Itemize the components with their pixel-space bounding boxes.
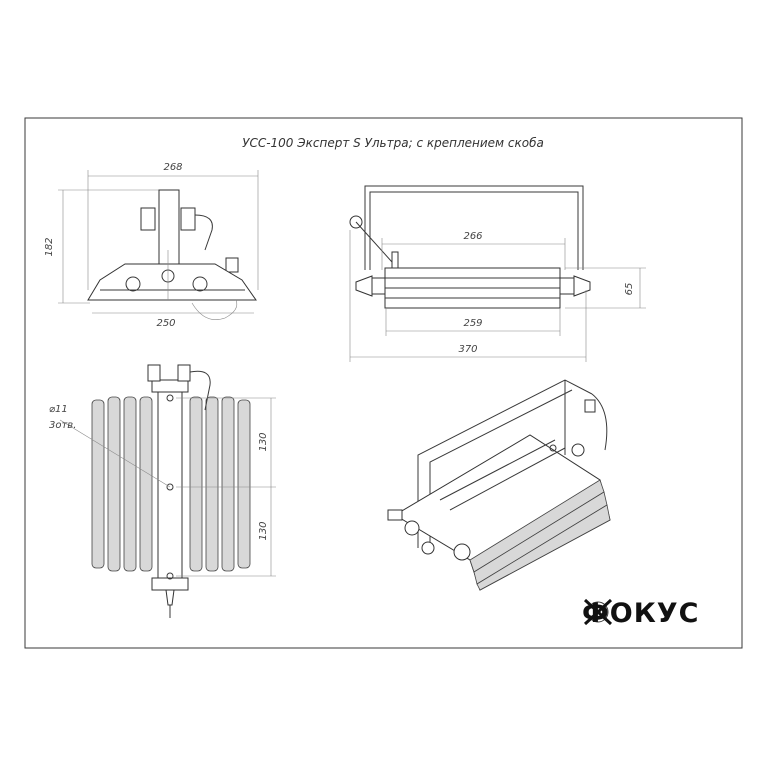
top-view: ⌀11 3отв. 130 130 — [49, 364, 276, 618]
side-dim-266: 266 — [463, 231, 482, 242]
front-dim-268: 268 — [163, 162, 182, 173]
hole-diameter: ⌀11 — [49, 404, 68, 415]
brand-logo: ФОКУС — [582, 598, 699, 629]
side-view: 266 259 370 65 — [349, 185, 646, 362]
brand-logo-text: ФОКУС — [582, 598, 699, 629]
front-dim-250: 250 — [156, 318, 175, 329]
drawing-frame — [24, 117, 743, 649]
side-dim-259: 259 — [463, 318, 482, 329]
spacing-dim-lower: 130 — [258, 521, 269, 540]
spacing-dim-upper: 130 — [258, 432, 269, 451]
side-dim-65: 65 — [624, 283, 635, 296]
front-view: 268 182 250 — [44, 162, 259, 329]
hole-count: 3отв. — [49, 420, 76, 431]
side-dim-370: 370 — [458, 344, 477, 355]
drawing-title: УСС-100 Эксперт S Ультра; с креплением с… — [242, 136, 544, 150]
isometric-view — [387, 379, 611, 591]
front-dim-182: 182 — [44, 237, 55, 256]
